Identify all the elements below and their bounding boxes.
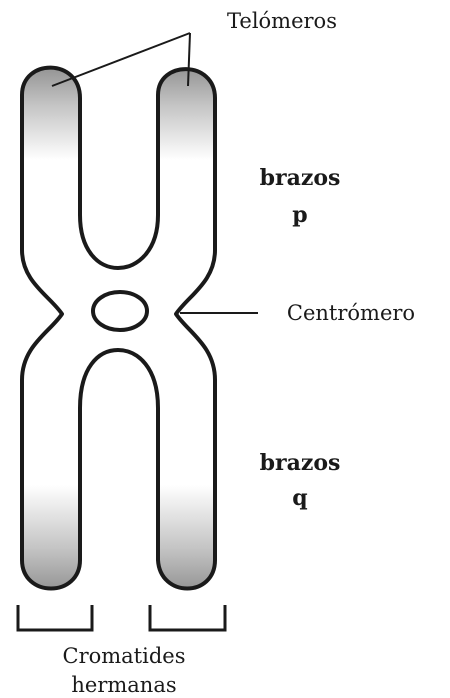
sister-chromatid-bracket-right bbox=[150, 605, 225, 630]
q-arms-label-line1: brazos bbox=[260, 450, 341, 476]
telomere-shade-bottom-left bbox=[20, 485, 82, 600]
centromere-ellipse bbox=[93, 292, 147, 330]
p-arms-label-line2: p bbox=[292, 202, 307, 228]
p-arms-label-line1: brazos bbox=[260, 165, 341, 191]
telomeres-label: Telómeros bbox=[227, 9, 337, 33]
q-arms-label-line2: q bbox=[292, 485, 307, 511]
sister-chromatid-bracket-left bbox=[18, 605, 92, 630]
sister-chromatids-label-line2: hermanas bbox=[71, 673, 176, 697]
centromere-label: Centrómero bbox=[287, 301, 415, 325]
telomere-shade-bottom-right bbox=[156, 485, 218, 600]
sister-chromatids-label-line1: Cromatides bbox=[63, 644, 186, 668]
